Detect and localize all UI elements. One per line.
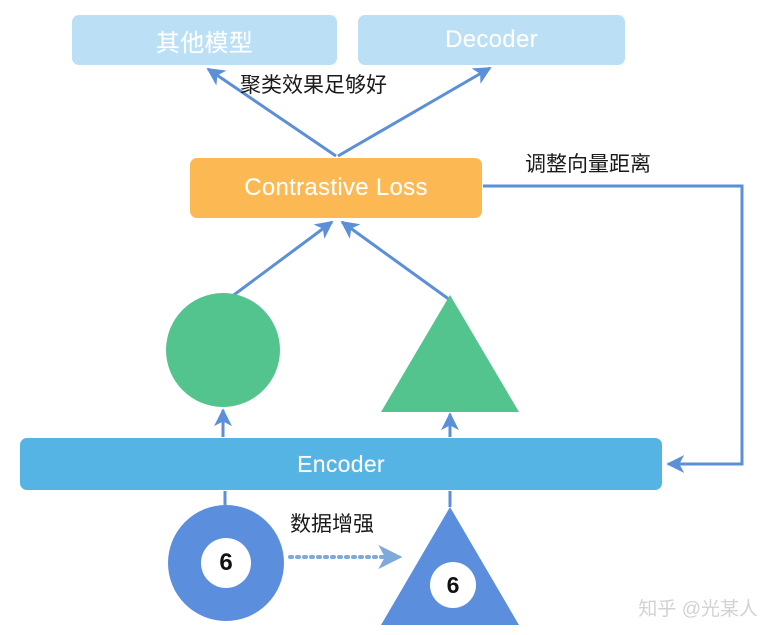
arrow-loss-feedback-to-encoder [483, 184, 744, 473]
triangle-digit-label: 6 [446, 571, 460, 598]
node-contrastive-loss[interactable]: Contrastive Loss [190, 158, 482, 218]
donut-digit-hole: 6 [201, 538, 251, 588]
arrow-loss-to-decoder [337, 66, 492, 158]
edge-label-cluster-good: 聚类效果足够好 [240, 74, 387, 97]
shape-blue-donut-digit: 6 [168, 505, 284, 621]
arrow-green-circle-to-loss [226, 220, 334, 302]
arrow-loss-to-other-model [206, 67, 337, 158]
shape-blue-triangle-digit: 6 [381, 507, 519, 625]
edge-label-data-augmentation: 数据增强 [290, 513, 374, 536]
node-encoder-label: Encoder [297, 450, 385, 477]
node-encoder[interactable]: Encoder [20, 438, 662, 490]
node-other-model[interactable]: 其他模型 [72, 15, 337, 65]
shape-green-circle [166, 293, 280, 407]
triangle-digit-hole: 6 [430, 562, 476, 608]
node-decoder-label: Decoder [445, 26, 538, 53]
node-decoder[interactable]: Decoder [358, 15, 625, 65]
edge-label-adjust-vector-distance: 调整向量距离 [525, 153, 651, 176]
donut-digit-label: 6 [219, 549, 233, 576]
watermark: 知乎 @光某人 [638, 599, 758, 620]
node-contrastive-loss-label: Contrastive Loss [244, 174, 428, 201]
shape-green-triangle [381, 295, 519, 412]
arrow-green-triangle-to-loss [340, 220, 451, 302]
node-other-model-label: 其他模型 [155, 29, 254, 57]
